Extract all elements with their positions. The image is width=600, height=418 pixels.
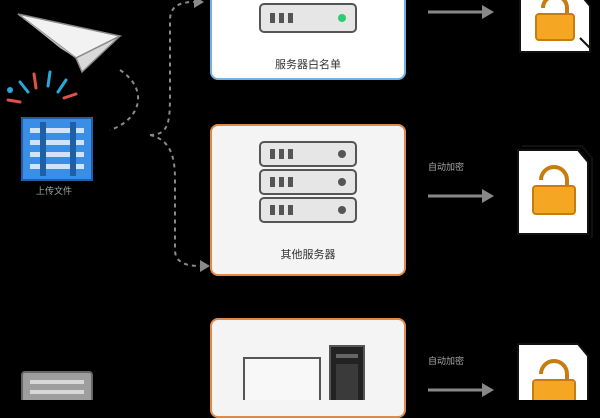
computer-icon-overlay: [243, 345, 365, 400]
connector-to-top: [149, 1, 195, 136]
locked-document-icon-bot: [517, 343, 589, 400]
dashed-connectors: [109, 1, 201, 267]
upload-file-label: 上传文件: [35, 187, 72, 197]
arrowhead-mid: [200, 260, 210, 272]
encrypt-label-mid: 自动加密: [428, 163, 465, 173]
paper-plane-icon: [17, 13, 123, 74]
other-server-label: 其他服务器: [280, 248, 336, 261]
upload-document-icon: [21, 117, 93, 181]
connector-to-mid: [149, 134, 201, 267]
diagram: 服务器白名单 其他服务器 上传文件 自动加密 自动加密: [6, 0, 593, 418]
encrypt-arrows: [428, 5, 494, 397]
box-icons-overlay: [243, 3, 365, 400]
server-stack-icon-overlay: [259, 141, 357, 223]
locked-document-icon-mid: [517, 145, 593, 238]
server-icon-top-overlay: [259, 3, 357, 33]
locked-document-icon-top: [519, 0, 591, 53]
monitor-icon: [21, 371, 93, 400]
whitelist-server-label: 服务器白名单: [275, 58, 341, 71]
arrowhead-top: [194, 0, 204, 8]
sparkle-icon: [6, 70, 78, 104]
connector-plane: [109, 69, 140, 131]
encrypt-label-bot: 自动加密: [428, 357, 465, 367]
